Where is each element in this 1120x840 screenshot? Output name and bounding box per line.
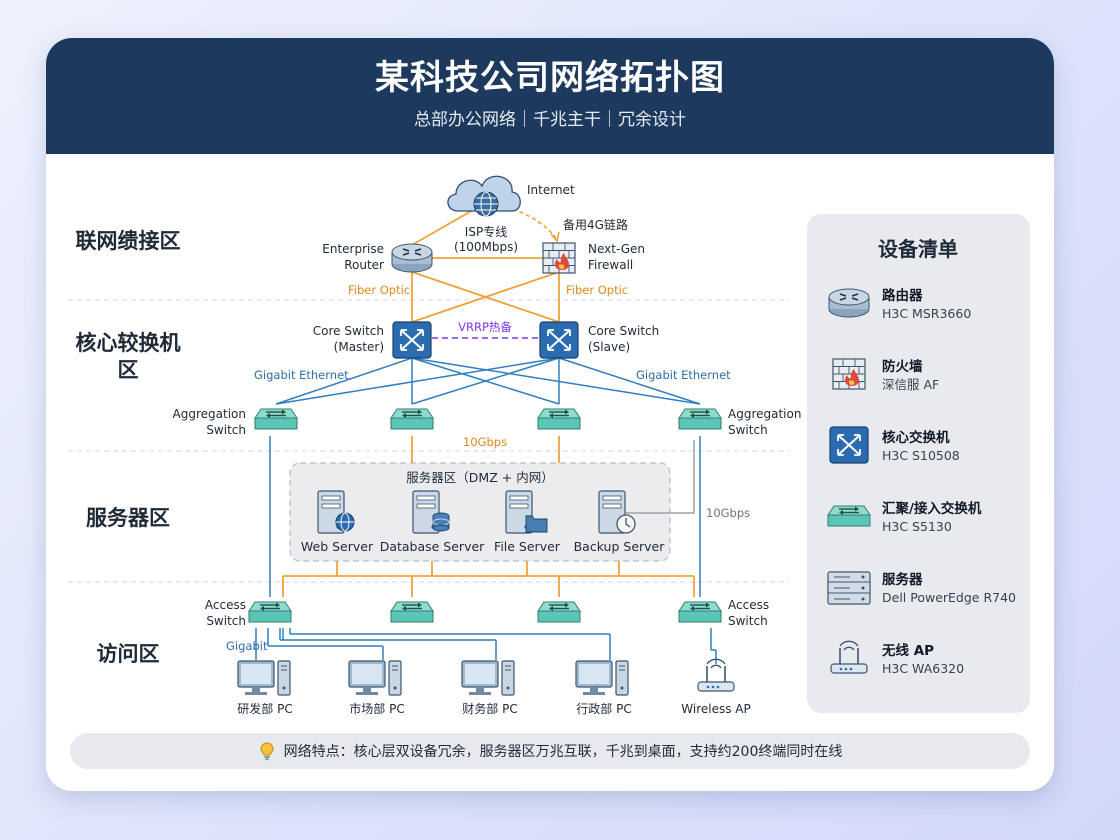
file-server-icon — [505, 490, 548, 534]
server-label: File Server — [494, 539, 561, 554]
wireless-ap-icon — [697, 658, 735, 692]
dmz-title: 服务器区（DMZ + 内网） — [406, 470, 553, 485]
core-slave-label-line1: Core Switch — [588, 324, 659, 338]
access-switch-icon — [537, 601, 581, 623]
tengig-side-label: 10Gbps — [706, 506, 750, 520]
zone-label-internet: 联网缋接区 — [76, 229, 181, 253]
isp-speed-label: (100Mbps) — [454, 240, 518, 254]
lightbulb-icon — [260, 742, 274, 761]
aggregation-switch-icon — [390, 408, 434, 430]
gigabit-ethernet-right-label: Gigabit Ethernet — [636, 368, 731, 382]
router-icon — [828, 288, 870, 318]
access-left-label-line1: Access — [205, 598, 246, 612]
gigabit-access-label: Gigabit — [226, 639, 268, 653]
pc-icon — [461, 660, 515, 696]
tengig-label: 10Gbps — [463, 435, 507, 449]
zone-separators — [68, 299, 790, 583]
fiber-optic-left-label: Fiber Optic — [348, 283, 410, 297]
pc-icon — [237, 660, 291, 696]
pc-icon — [575, 660, 629, 696]
access-switch-icon — [390, 601, 434, 623]
internet-cloud-icon — [447, 175, 521, 217]
footer-note-bar: 网络特点：核心层双设备冗余，服务器区万兆互联，千兆到桌面，支持约200终端同时在… — [70, 733, 1030, 769]
legend-item-model: H3C S10508 — [882, 448, 960, 463]
backup-server-icon — [598, 490, 636, 534]
agg-left-label-line1: Aggregation — [173, 407, 246, 421]
access-right-label-line2: Switch — [728, 614, 768, 628]
zone-label-access: 访问区 — [97, 642, 160, 666]
page-subtitle: 总部办公网络｜千兆主干｜冗余设计 — [414, 110, 686, 130]
vrrp-label: VRRP热备 — [458, 320, 512, 334]
footer-note-text: 网络特点：核心层双设备冗余，服务器区万兆互联，千兆到桌面，支持约200终端同时在… — [283, 744, 843, 760]
agg-left-label-line2: Switch — [206, 423, 246, 437]
legend-item-model: H3C WA6320 — [882, 661, 964, 676]
fiber-optic-right-label: Fiber Optic — [566, 283, 628, 297]
zone-label-core-line1: 核心较换机 — [76, 331, 181, 355]
legend-item-name: 核心交换机 — [882, 429, 950, 446]
server-label: Database Server — [380, 539, 485, 554]
firewall-label-line2: Firewall — [588, 258, 633, 272]
legend-item-name: 服务器 — [882, 571, 923, 588]
endpoint-label: 行政部 PC — [576, 701, 631, 716]
core-switch-master-icon — [392, 321, 432, 359]
aggregation-switch-icon — [254, 408, 298, 430]
aggregation-switch-icon — [678, 408, 722, 430]
page-title: 某科技公司网络拓扑图 — [375, 58, 725, 98]
switch-icon — [827, 505, 871, 527]
isp-line-label: ISP专线 — [465, 224, 507, 239]
gigabit-ethernet-left-label: Gigabit Ethernet — [254, 368, 349, 382]
core-switch-icon — [829, 426, 869, 464]
router-label-line1: Enterprise — [322, 242, 384, 256]
database-server-icon — [412, 490, 450, 534]
backup-4g-label: 备用4G链路 — [563, 217, 628, 232]
endpoint-label: Wireless AP — [681, 702, 750, 716]
core-master-label-line2: (Master) — [334, 340, 384, 354]
endpoint-label: 市场部 PC — [349, 701, 404, 716]
router-label-line2: Router — [344, 258, 384, 272]
agg-right-label-line2: Switch — [728, 423, 768, 437]
legend-title: 设备清单 — [878, 237, 958, 261]
endpoint-label: 研发部 PC — [237, 701, 292, 716]
legend-item-name: 路由器 — [882, 287, 923, 304]
enterprise-router-icon — [391, 243, 433, 273]
legend-item-model: H3C S5130 — [882, 519, 952, 534]
legend-item-model: 深信服 AF — [882, 377, 939, 392]
access-left-label-line2: Switch — [206, 614, 246, 628]
aggregation-switch-icon — [537, 408, 581, 430]
header-banner: 某科技公司网络拓扑图 总部办公网络｜千兆主干｜冗余设计 — [46, 38, 1054, 154]
firewall-icon — [832, 358, 866, 390]
core-master-label-line1: Core Switch — [313, 324, 384, 338]
web-server-icon — [317, 490, 355, 534]
core-slave-label-line2: (Slave) — [588, 340, 630, 354]
internet-label: Internet — [527, 183, 575, 197]
endpoint-label: 财务部 PC — [462, 701, 517, 716]
access-switch-icon — [248, 601, 292, 623]
pc-icon — [348, 660, 402, 696]
legend-item-model: H3C MSR3660 — [882, 306, 971, 321]
agg-right-label-line1: Aggregation — [728, 407, 801, 421]
firewall-label-line1: Next-Gen — [588, 242, 645, 256]
link-lines — [255, 203, 717, 664]
legend-item-name: 防火墙 — [882, 358, 923, 375]
firewall-icon — [542, 242, 576, 274]
access-right-label-line1: Access — [728, 598, 769, 612]
zone-label-core-line2: 区 — [118, 358, 139, 382]
access-switch-icon — [678, 601, 722, 623]
dmz-zone-box — [289, 462, 671, 562]
server-label: Web Server — [301, 539, 374, 554]
zone-label-server: 服务器区 — [86, 506, 170, 530]
legend-item-model: Dell PowerEdge R740 — [882, 590, 1016, 605]
server-label: Backup Server — [574, 539, 666, 554]
core-switch-slave-icon — [539, 321, 579, 359]
server-icon — [827, 571, 871, 605]
legend-item-name: 无线 AP — [881, 642, 934, 659]
legend-item-name: 汇聚/接入交换机 — [882, 500, 982, 517]
